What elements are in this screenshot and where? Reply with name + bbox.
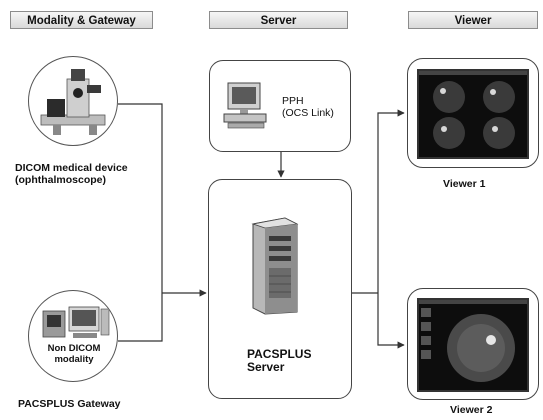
pacsplus-server-box: PACSPLUS Server <box>208 179 352 399</box>
dicom-device-label: DICOM medical device (ophthalmoscope) <box>15 162 128 186</box>
non-dicom-label: Non DICOM modality <box>47 343 101 365</box>
viewer1-screen <box>417 69 529 159</box>
header-server: Server <box>209 11 348 29</box>
pph-box: PPH (OCS Link) <box>209 60 351 152</box>
viewer1-box <box>407 58 539 168</box>
server-tower-icon <box>251 217 299 315</box>
desktop-computer-icon <box>223 82 267 129</box>
gateway-label: PACSPLUS Gateway <box>18 398 121 410</box>
pacsplus-server-label: PACSPLUS Server <box>247 347 312 374</box>
fundus-image-icon <box>419 71 527 149</box>
viewer2-screen <box>417 298 529 392</box>
line-split-to-viewer2 <box>377 293 405 349</box>
gateway-circle: Non DICOM modality <box>28 290 118 382</box>
header-viewer: Viewer <box>408 11 538 29</box>
dicom-device-circle <box>28 56 118 146</box>
viewer2-label: Viewer 2 <box>450 404 493 416</box>
ophthalmoscope-icon <box>40 69 106 135</box>
desktop-computer-icon <box>42 306 110 338</box>
line-split-to-viewer1 <box>377 109 405 293</box>
header-modality-gateway: Modality & Gateway <box>10 11 153 29</box>
viewer1-label: Viewer 1 <box>443 178 486 190</box>
viewer2-box <box>407 288 539 400</box>
pph-label: PPH (OCS Link) <box>282 95 334 119</box>
line-gateway-to-bus <box>118 293 163 342</box>
line-dicom-to-bus <box>118 103 163 293</box>
fundus-image-icon <box>419 300 527 382</box>
